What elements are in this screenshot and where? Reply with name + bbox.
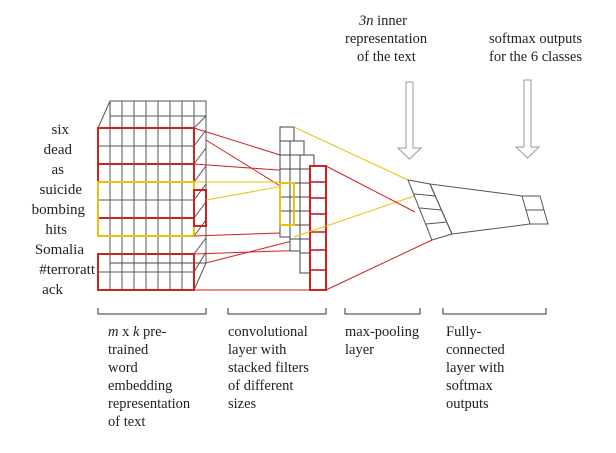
inner-rep-line-3: of the text [357, 49, 416, 65]
caption-fc-line-5: outputs [446, 396, 489, 412]
matrix-grid [97, 100, 207, 291]
front-filter [309, 165, 327, 291]
caption-pool-line-1: max-pooling [345, 324, 419, 340]
filter-region-red-bottom [97, 253, 195, 291]
inner-rep-line-1: 3n inner [358, 13, 407, 29]
arrow-inner-representation [396, 81, 423, 160]
softmax-label-line-2: for the 6 classes [489, 49, 582, 65]
word-2: dead [44, 142, 73, 158]
conv-to-pool-connections [293, 126, 433, 291]
input-words: six dead as suicide bombing hits Somalia… [32, 122, 96, 298]
caption-conv: convolutional layer with stacked filters… [228, 324, 309, 412]
word-7: Somalia [35, 242, 85, 258]
word-8: #terroratt [39, 262, 96, 278]
word-6: hits [45, 222, 67, 238]
caption-conv-line-4: of different [228, 378, 293, 394]
yellow-filter-mark [279, 182, 295, 226]
caption-embedding-line-5: representation [108, 396, 191, 412]
caption-embedding-line-6: of text [108, 414, 145, 430]
label-softmax-outputs: softmax outputs for the 6 classes [489, 31, 582, 65]
caption-conv-line-2: layer with [228, 342, 287, 358]
softmax-label-line-1: softmax outputs [489, 31, 582, 47]
inner-rep-line-2: representation [345, 31, 428, 47]
caption-conv-line-1: convolutional [228, 324, 308, 340]
section-brackets [97, 308, 547, 315]
caption-fc-line-3: layer with [446, 360, 505, 376]
caption-conv-line-3: stacked filters [228, 360, 309, 376]
caption-conv-line-5: sizes [228, 396, 257, 412]
word-1: six [51, 122, 69, 138]
caption-embedding-line-3: word [108, 360, 139, 376]
embedding-matrix [97, 100, 207, 291]
caption-pool-line-2: layer [345, 342, 374, 358]
side-highlight-red [193, 189, 207, 227]
caption-embedding: m x k pre- trained word embedding repres… [108, 324, 191, 430]
label-inner-representation: 3n inner representation of the text [345, 13, 428, 65]
caption-fc-line-4: softmax [446, 378, 493, 394]
conv-filter-stack [279, 126, 327, 291]
arrow-softmax-outputs [514, 79, 541, 159]
caption-embedding-line-2: trained [108, 342, 149, 358]
caption-fc: Fully- connected layer with softmax outp… [446, 324, 506, 412]
fully-connected-fan [429, 183, 531, 235]
caption-embedding-line-4: embedding [108, 378, 172, 394]
softmax-output [521, 195, 549, 225]
word-9: ack [42, 282, 63, 298]
caption-embedding-line-1: m x k pre- [108, 324, 167, 340]
max-pooled-vector [407, 179, 453, 241]
caption-pool: max-pooling layer [345, 324, 419, 358]
word-4: suicide [40, 182, 83, 198]
word-5: bombing [32, 202, 86, 218]
caption-fc-line-2: connected [446, 342, 506, 358]
caption-fc-line-1: Fully- [446, 324, 482, 340]
word-3: as [52, 162, 65, 178]
